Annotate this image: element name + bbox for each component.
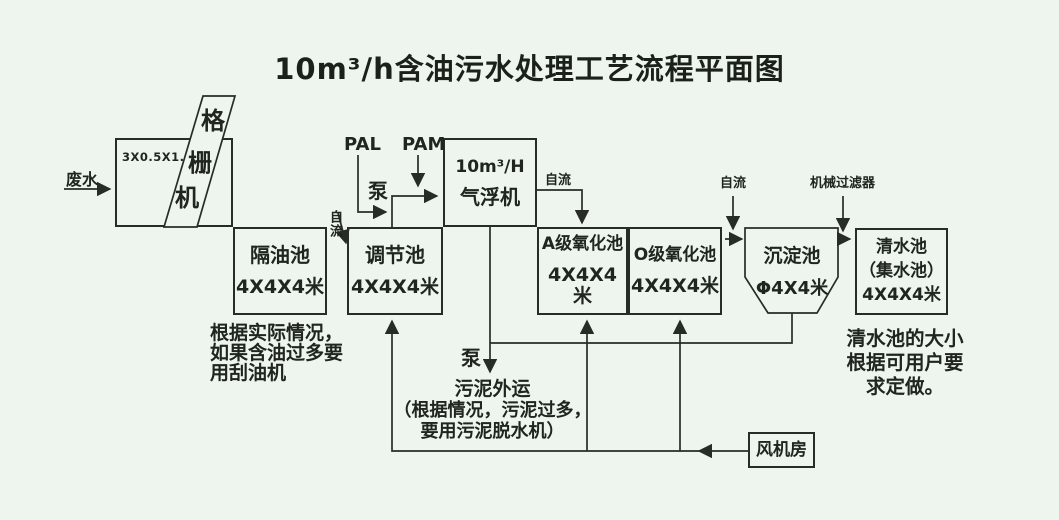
gravity1-label: 自流 (327, 210, 342, 238)
sedimentation-size: Φ4X4米 (755, 278, 829, 299)
page-title: 10m³/h含油污水处理工艺流程平面图 (274, 52, 785, 86)
a-oxidation-name: A级氧化池 (541, 234, 624, 254)
pam-label: PAM (402, 134, 446, 155)
clear-water-tank: 清水池 （集水池） 4X4X4米 (855, 228, 948, 315)
o-oxidation-size: 4X4X4米 (631, 274, 719, 297)
gravity3-label: 自流 (720, 176, 747, 191)
air-flotation-name: 气浮机 (460, 184, 520, 209)
clear-water-alias: （集水池） (859, 261, 944, 281)
air-flotation-capacity: 10m³/H (455, 156, 525, 177)
clear-water-name: 清水池 (876, 237, 927, 257)
sludge-note-line1: （根据情况，污泥过多， (393, 400, 592, 421)
bar-screen-char-1: 格 (201, 107, 225, 135)
regulating-size: 4X4X4米 (351, 276, 439, 298)
oil-note-line3: 用刮油机 (210, 362, 287, 384)
blower-room-box: 风机房 (748, 432, 815, 468)
a-oxidation-tank: A级氧化池 4X4X4米 (537, 227, 628, 315)
blower-room-name: 风机房 (756, 439, 807, 460)
sedimentation-name: 沉淀池 (763, 245, 821, 267)
o-oxidation-name: O级氧化池 (633, 244, 717, 265)
sludge-note-line2: 要用污泥脱水机） (420, 421, 565, 442)
oil-note-line2: 如果含油过多要 (210, 342, 344, 364)
air-flotation-unit: 10m³/H 气浮机 (443, 138, 537, 227)
oil-note-line1: 根据实际情况， (210, 322, 344, 344)
clear-note-line1: 清水池的大小 (846, 327, 964, 350)
mechanical-filter-label: 机械过滤器 (810, 176, 876, 191)
pal-label: PAL (344, 134, 381, 155)
clear-note-line3: 求定做。 (865, 375, 944, 398)
bar-screen-char-3: 机 (175, 184, 199, 212)
oil-separation-size: 4X4X4米 (236, 276, 324, 298)
pump-feed-label: 泵 (368, 179, 388, 203)
sludge-out-label: 污泥外运 (454, 378, 531, 400)
bar-screen-char-2: 栅 (188, 149, 212, 177)
clear-note-line2: 根据可用户要 (846, 351, 964, 374)
gravity2-label: 自流 (545, 173, 572, 188)
oil-separation-tank: 隔油池 4X4X4米 (233, 227, 327, 315)
a-oxidation-size: 4X4X4米 (548, 264, 617, 307)
regulating-name: 调节池 (365, 243, 425, 267)
clear-water-size: 4X4X4米 (862, 285, 941, 305)
regulating-tank: 调节池 4X4X4米 (347, 227, 443, 315)
pump-sludge-label: 泵 (461, 346, 481, 370)
influent-label: 废水 (66, 170, 99, 189)
oil-separation-name: 隔油池 (250, 243, 310, 267)
